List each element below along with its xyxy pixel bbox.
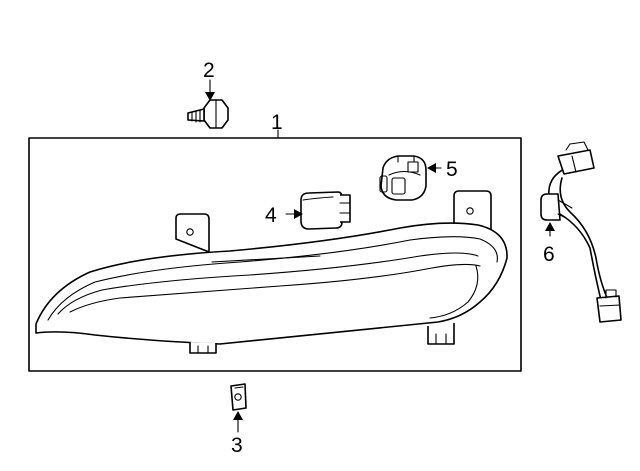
lamp-housing: [35, 190, 508, 354]
socket: [379, 155, 427, 201]
clip: [230, 383, 247, 411]
small-bulb: [300, 191, 351, 230]
assembly-frame: [28, 137, 522, 372]
callout-4: 4: [265, 204, 277, 227]
callout-5: 5: [446, 158, 458, 181]
callout-6: 6: [543, 243, 555, 266]
callout-2: 2: [203, 59, 215, 82]
callout-3: 3: [231, 434, 243, 457]
callout-1: 1: [271, 111, 283, 134]
bolt: [187, 99, 229, 129]
callout-leaders: [205, 79, 555, 433]
wire-harness: [540, 141, 622, 323]
